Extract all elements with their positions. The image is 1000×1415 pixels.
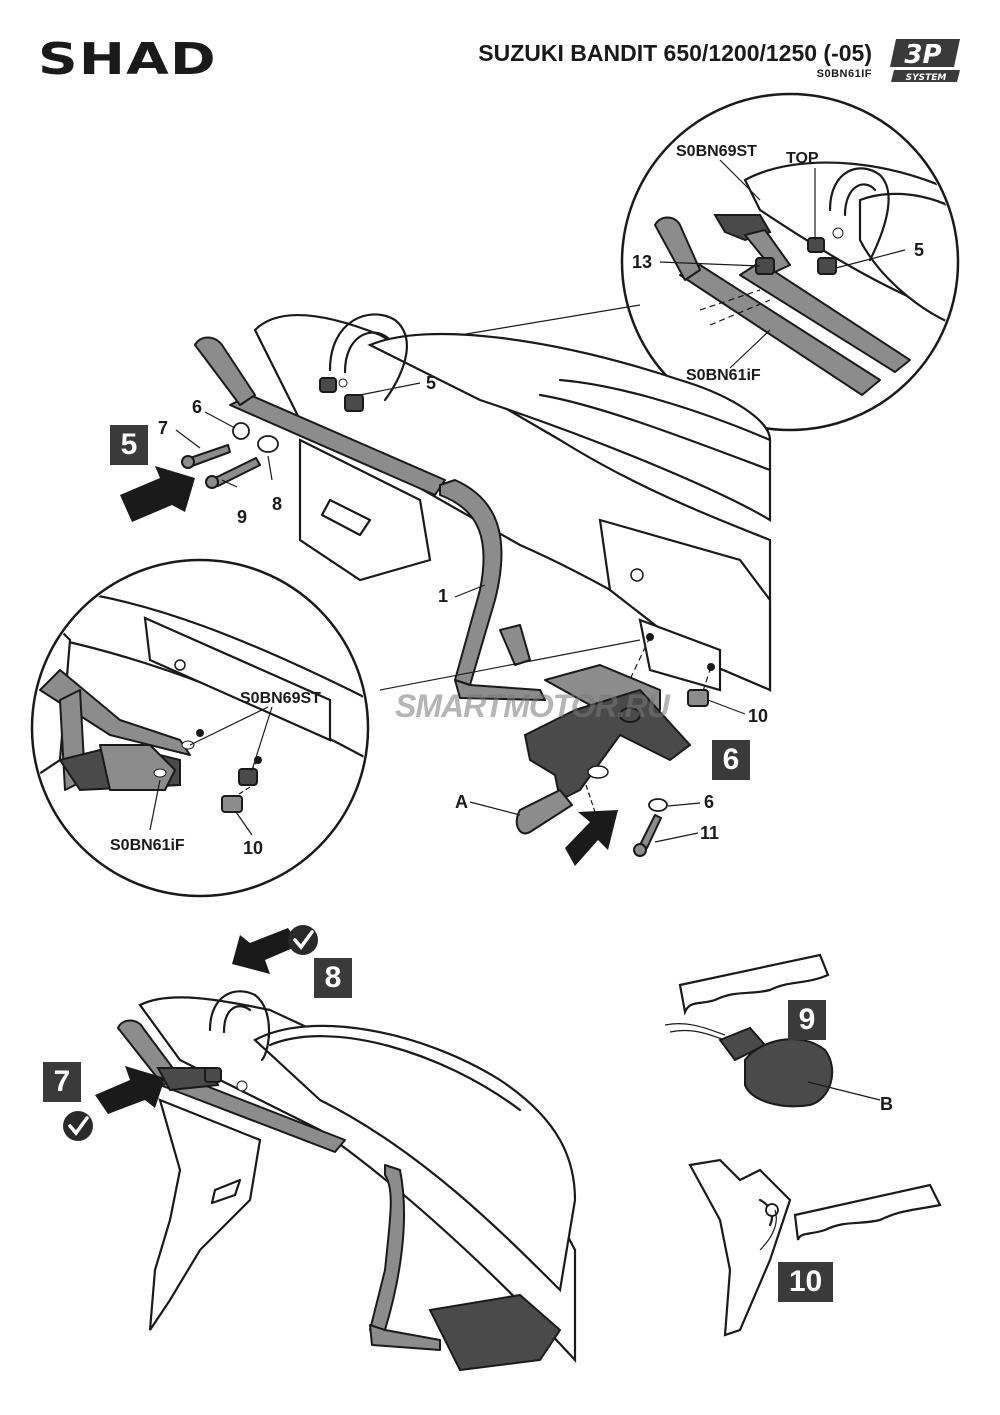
label-s0bn61if-top: S0BN61iF [686, 367, 761, 384]
3p-system-logo: 3P SYSTEM [890, 39, 960, 83]
step-9-box: 9 [788, 1000, 826, 1040]
logo-3p-text: 3P [904, 40, 941, 70]
step10-wiring [688, 1158, 942, 1337]
product-code: S0BN61IF [816, 68, 872, 80]
left-detail-circle [30, 558, 370, 898]
watermark: SMARTMOTOR.RU [395, 688, 670, 724]
label-13: 13 [632, 252, 653, 272]
label-6: 6 [192, 397, 203, 417]
label-8: 8 [272, 494, 283, 514]
step7-bike-rear [63, 925, 577, 1372]
label-s0bn69st-left: S0BN69ST [240, 690, 321, 707]
main-bike-rear [120, 313, 772, 866]
page-title: SUZUKI BANDIT 650/1200/1250 (-05) [478, 40, 872, 66]
label-6b: 6 [704, 792, 715, 812]
label-10: 10 [748, 706, 769, 726]
label-5-top: 5 [914, 240, 925, 260]
logo-system-text: SYSTEM [906, 73, 947, 83]
step-5-box: 5 [110, 425, 148, 465]
label-5: 5 [426, 373, 437, 393]
step9-turn-signal [664, 953, 881, 1108]
step-7-box: 7 [43, 1062, 81, 1102]
label-s0bn61if-left: S0BN61iF [110, 837, 185, 854]
label-1: 1 [438, 586, 449, 606]
label-9: 9 [237, 507, 248, 527]
label-10-left: 10 [243, 838, 264, 858]
label-11: 11 [700, 823, 720, 843]
step-10-box: 10 [778, 1262, 833, 1302]
label-s0bn69st-top: S0BN69ST [676, 143, 757, 160]
step-8-box: 8 [314, 958, 352, 998]
step-6-box: 6 [712, 740, 750, 780]
label-7: 7 [158, 418, 169, 438]
label-top: TOP [786, 150, 819, 167]
brand-logo: SHAD [38, 34, 217, 85]
top-detail-circle [620, 92, 960, 432]
label-a: A [455, 792, 468, 812]
label-b: B [880, 1094, 893, 1114]
